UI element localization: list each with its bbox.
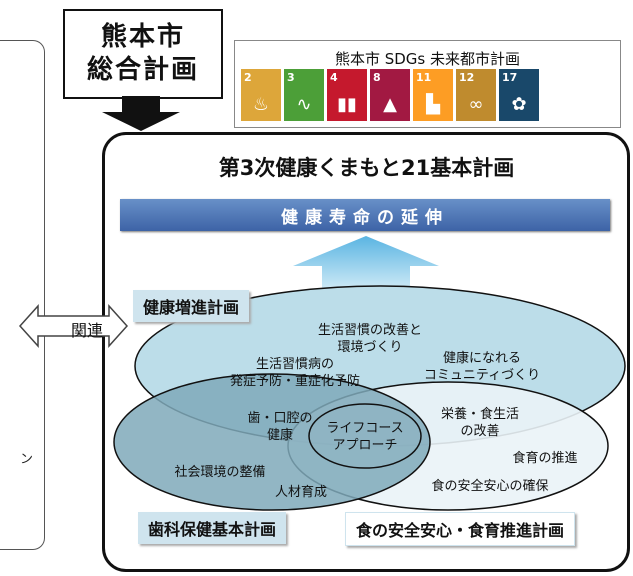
sdg-goal-number: 4	[330, 71, 338, 84]
infinity-icon: ∞	[468, 94, 484, 115]
city-plan-line2: 総合計画	[86, 55, 199, 85]
sdg-goal-2-tile: 2♨	[241, 69, 281, 121]
up-arrow-icon	[293, 236, 439, 294]
sdg-goal-3-tile: 3∿	[284, 69, 324, 121]
sdg-goal-number: 2	[244, 71, 252, 84]
dental-item-oral-health: 歯・口腔の 健康	[247, 411, 313, 443]
city-comprehensive-plan-box: 熊本市 総合計画	[63, 9, 223, 99]
food-plan-title: 食の安全安心・食育推進計画	[345, 512, 576, 546]
dental-item-social-environment: 社会環境の整備	[174, 465, 266, 480]
food-item-nutrition: 栄養・食生活 の改善	[440, 407, 519, 439]
health-item-lifestyle-environment: 生活習慣の改善と 環境づくり	[317, 323, 422, 355]
lifecourse-ellipse	[308, 403, 422, 469]
food-item-food-safety: 食の安全安心の確保	[431, 479, 549, 494]
food-item-food-education: 食育の推進	[512, 451, 578, 466]
relation-label: 関連	[70, 321, 103, 340]
sdg-goal-number: 12	[459, 71, 475, 84]
dental-plan-ellipse	[113, 373, 431, 511]
growth-chart-icon: ▲	[383, 94, 397, 115]
main-plan-title: 第3次健康くまもと21基本計画	[218, 156, 515, 180]
health-item-disease-prevention: 生活習慣病の 発症予防・重症化予防	[229, 357, 360, 389]
sdg-goal-tiles: 2♨3∿4▮▮8▲11▙12∞17✿	[241, 69, 539, 121]
sdg-goal-4-tile: 4 ▮▮	[327, 69, 367, 121]
down-arrow-icon	[102, 96, 180, 131]
sdg-goal-11-tile: 11 ▙	[413, 69, 453, 121]
left-panel-text: ン	[20, 452, 34, 467]
health-plan-title: 健康増進計画	[133, 290, 250, 322]
book-icon: ▮▮	[337, 94, 357, 115]
sdg-goal-number: 11	[416, 71, 432, 84]
sdg-goal-12-tile: 12 ∞	[456, 69, 496, 121]
dental-item-human-resources: 人材育成	[274, 485, 327, 500]
sdg-goal-number: 3	[287, 71, 295, 84]
health-item-community: 健康になれる コミュニティづくり	[423, 351, 541, 383]
relation-arrow-icon	[18, 304, 129, 348]
sdgs-plan-box: 熊本市 SDGs 未来都市計画 2♨3∿4▮▮8▲11▙12∞17✿	[234, 40, 621, 128]
sdg-goal-17-tile: 17 ✿	[499, 69, 539, 121]
left-side-panel	[0, 40, 45, 550]
city-buildings-icon: ▙	[426, 94, 440, 115]
lifecourse-approach-label: ライフコース アプローチ	[326, 421, 404, 453]
heartbeat-icon: ∿	[296, 94, 312, 115]
dental-plan-title: 歯科保健基本計画	[138, 512, 287, 544]
sdgs-plan-title: 熊本市 SDGs 未来都市計画	[334, 50, 521, 68]
partnership-flower-icon: ✿	[511, 94, 527, 115]
sdg-goal-8-tile: 8▲	[370, 69, 410, 121]
bowl-icon: ♨	[252, 94, 270, 115]
sdg-goal-number: 8	[373, 71, 381, 84]
sdg-goal-number: 17	[502, 71, 518, 84]
city-plan-line1: 熊本市	[100, 22, 185, 52]
healthy-life-expectancy-banner: 健康寿命の延伸	[120, 199, 610, 231]
